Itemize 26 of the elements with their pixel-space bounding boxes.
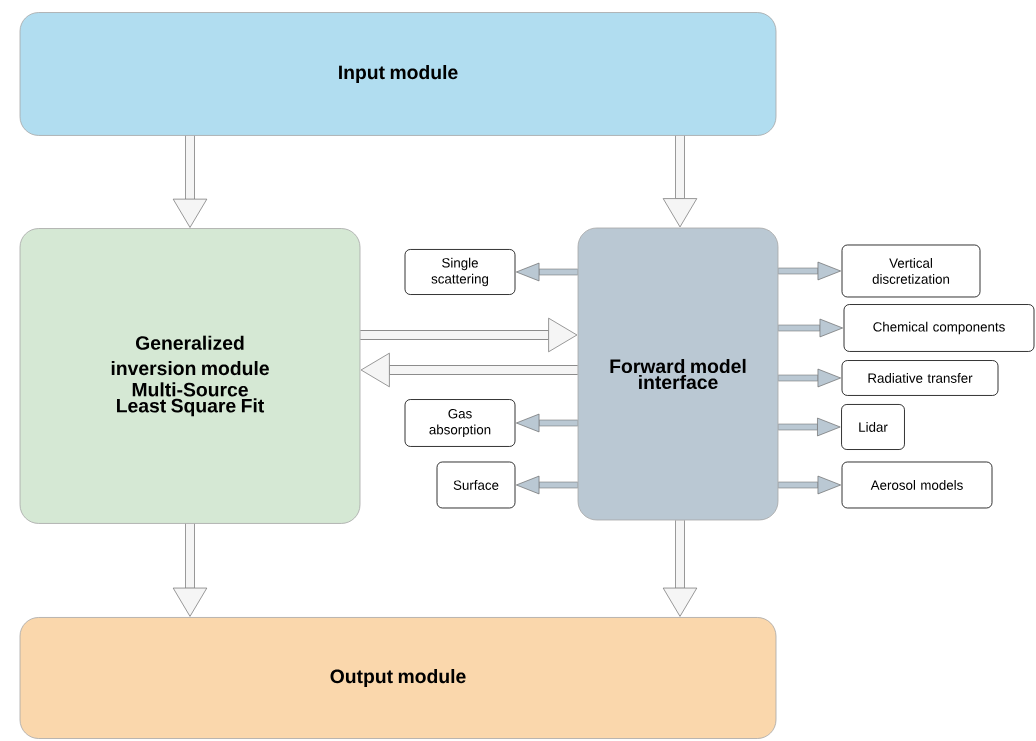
block-arrow bbox=[172, 523, 208, 617]
block-arrow bbox=[172, 135, 208, 228]
component-box: Aerosol models bbox=[841, 461, 993, 509]
module-box: Input module bbox=[19, 12, 777, 136]
block-arrow bbox=[778, 368, 842, 388]
block-arrow bbox=[516, 413, 578, 433]
component-box: Radiative transfer bbox=[841, 360, 999, 396]
block-arrow bbox=[778, 475, 842, 495]
module-box: Forward model interface bbox=[577, 227, 779, 521]
block-arrow bbox=[516, 262, 578, 282]
block-arrow bbox=[360, 352, 578, 388]
component-box: Vertical discretization bbox=[841, 244, 981, 298]
component-box: Single scattering bbox=[404, 249, 516, 295]
component-box: Chemical components bbox=[843, 304, 1035, 352]
block-arrow bbox=[662, 135, 698, 228]
block-arrow bbox=[778, 261, 842, 281]
block-arrow bbox=[360, 317, 578, 353]
block-arrow bbox=[662, 520, 698, 617]
component-box: Lidar bbox=[841, 404, 905, 450]
block-arrow bbox=[516, 475, 578, 495]
module-box: Output module bbox=[19, 617, 777, 739]
component-box: Surface bbox=[436, 461, 516, 509]
module-box: Generalized inversion module Multi-Source Least Square Fit bbox=[19, 228, 361, 524]
component-box: Gas absorption bbox=[404, 399, 516, 447]
block-arrow bbox=[778, 318, 843, 338]
block-arrow bbox=[778, 417, 841, 437]
